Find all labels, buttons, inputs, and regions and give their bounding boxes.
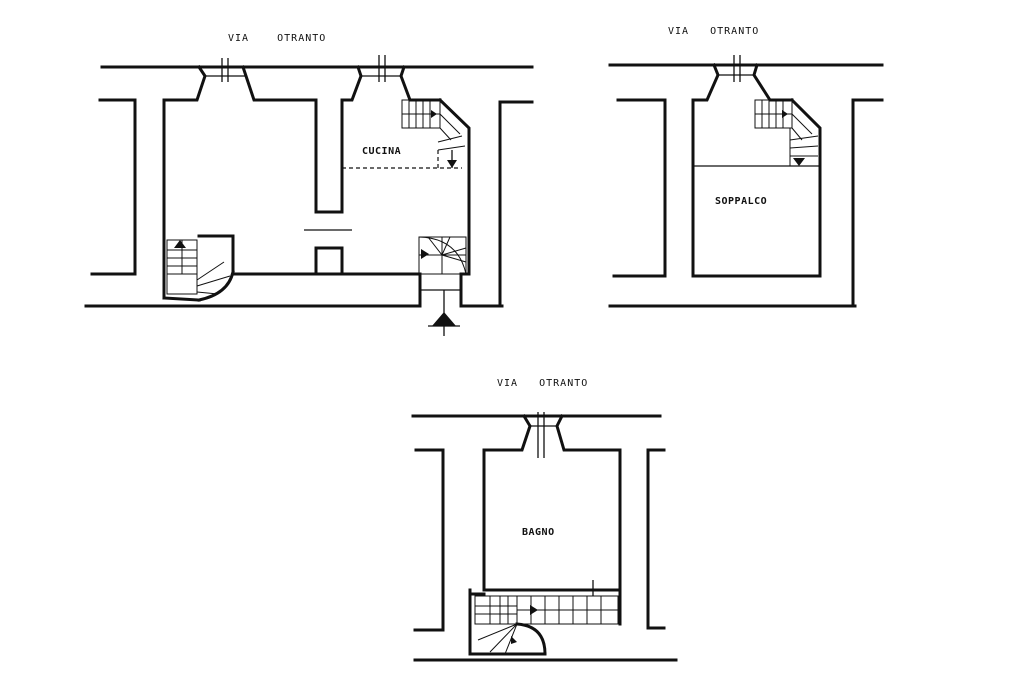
mezzanine-plan: VIA OTRANTO [608, 26, 884, 308]
upper-neighbor-left [413, 448, 445, 632]
upper-stair [468, 580, 619, 656]
kitchen-stair [401, 99, 470, 168]
room-label-cucina: CUCINA [362, 146, 401, 157]
mezz-wall-right [789, 97, 822, 278]
entrance-arrow-icon [432, 312, 456, 326]
room-label-soppalco: SOPPALCO [715, 196, 767, 207]
window-right [340, 55, 442, 102]
upper-floor-plan: VIA OTRANTO BAGNO [411, 378, 678, 662]
partition-upper [314, 98, 344, 214]
mezzanine-street-label: VIA OTRANTO [668, 26, 759, 37]
stair-down-arrow-icon [447, 160, 457, 168]
spiral-stair-left [162, 234, 235, 302]
stair-arrow-icon [431, 110, 437, 118]
upper-window [482, 412, 622, 458]
ground-floor-plan: VIA OTRANTO [84, 33, 534, 336]
upper-spiral-arrow-icon [511, 636, 517, 644]
upper-neighbor-right [646, 448, 666, 630]
mezz-stair-down-arrow-icon [793, 158, 805, 166]
stair-up-arrow-icon [174, 240, 186, 248]
mezz-window [691, 55, 794, 102]
upper-street-label: VIA OTRANTO [497, 378, 588, 389]
entrance [418, 272, 463, 336]
partition-lower [314, 246, 344, 276]
spiral-stair-right [418, 236, 467, 275]
window-left [162, 58, 318, 102]
spiral-arrow-icon [421, 249, 429, 259]
ground-street-label: VIA OTRANTO [228, 33, 326, 44]
mezz-neighbor-left [612, 98, 667, 278]
upper-stair-arrow-icon [530, 605, 538, 615]
neighbor-wall-left [90, 98, 137, 276]
mezz-stair [754, 99, 819, 166]
room-label-bagno: BAGNO [522, 527, 555, 538]
mezz-stair-arrow-icon [782, 110, 788, 118]
